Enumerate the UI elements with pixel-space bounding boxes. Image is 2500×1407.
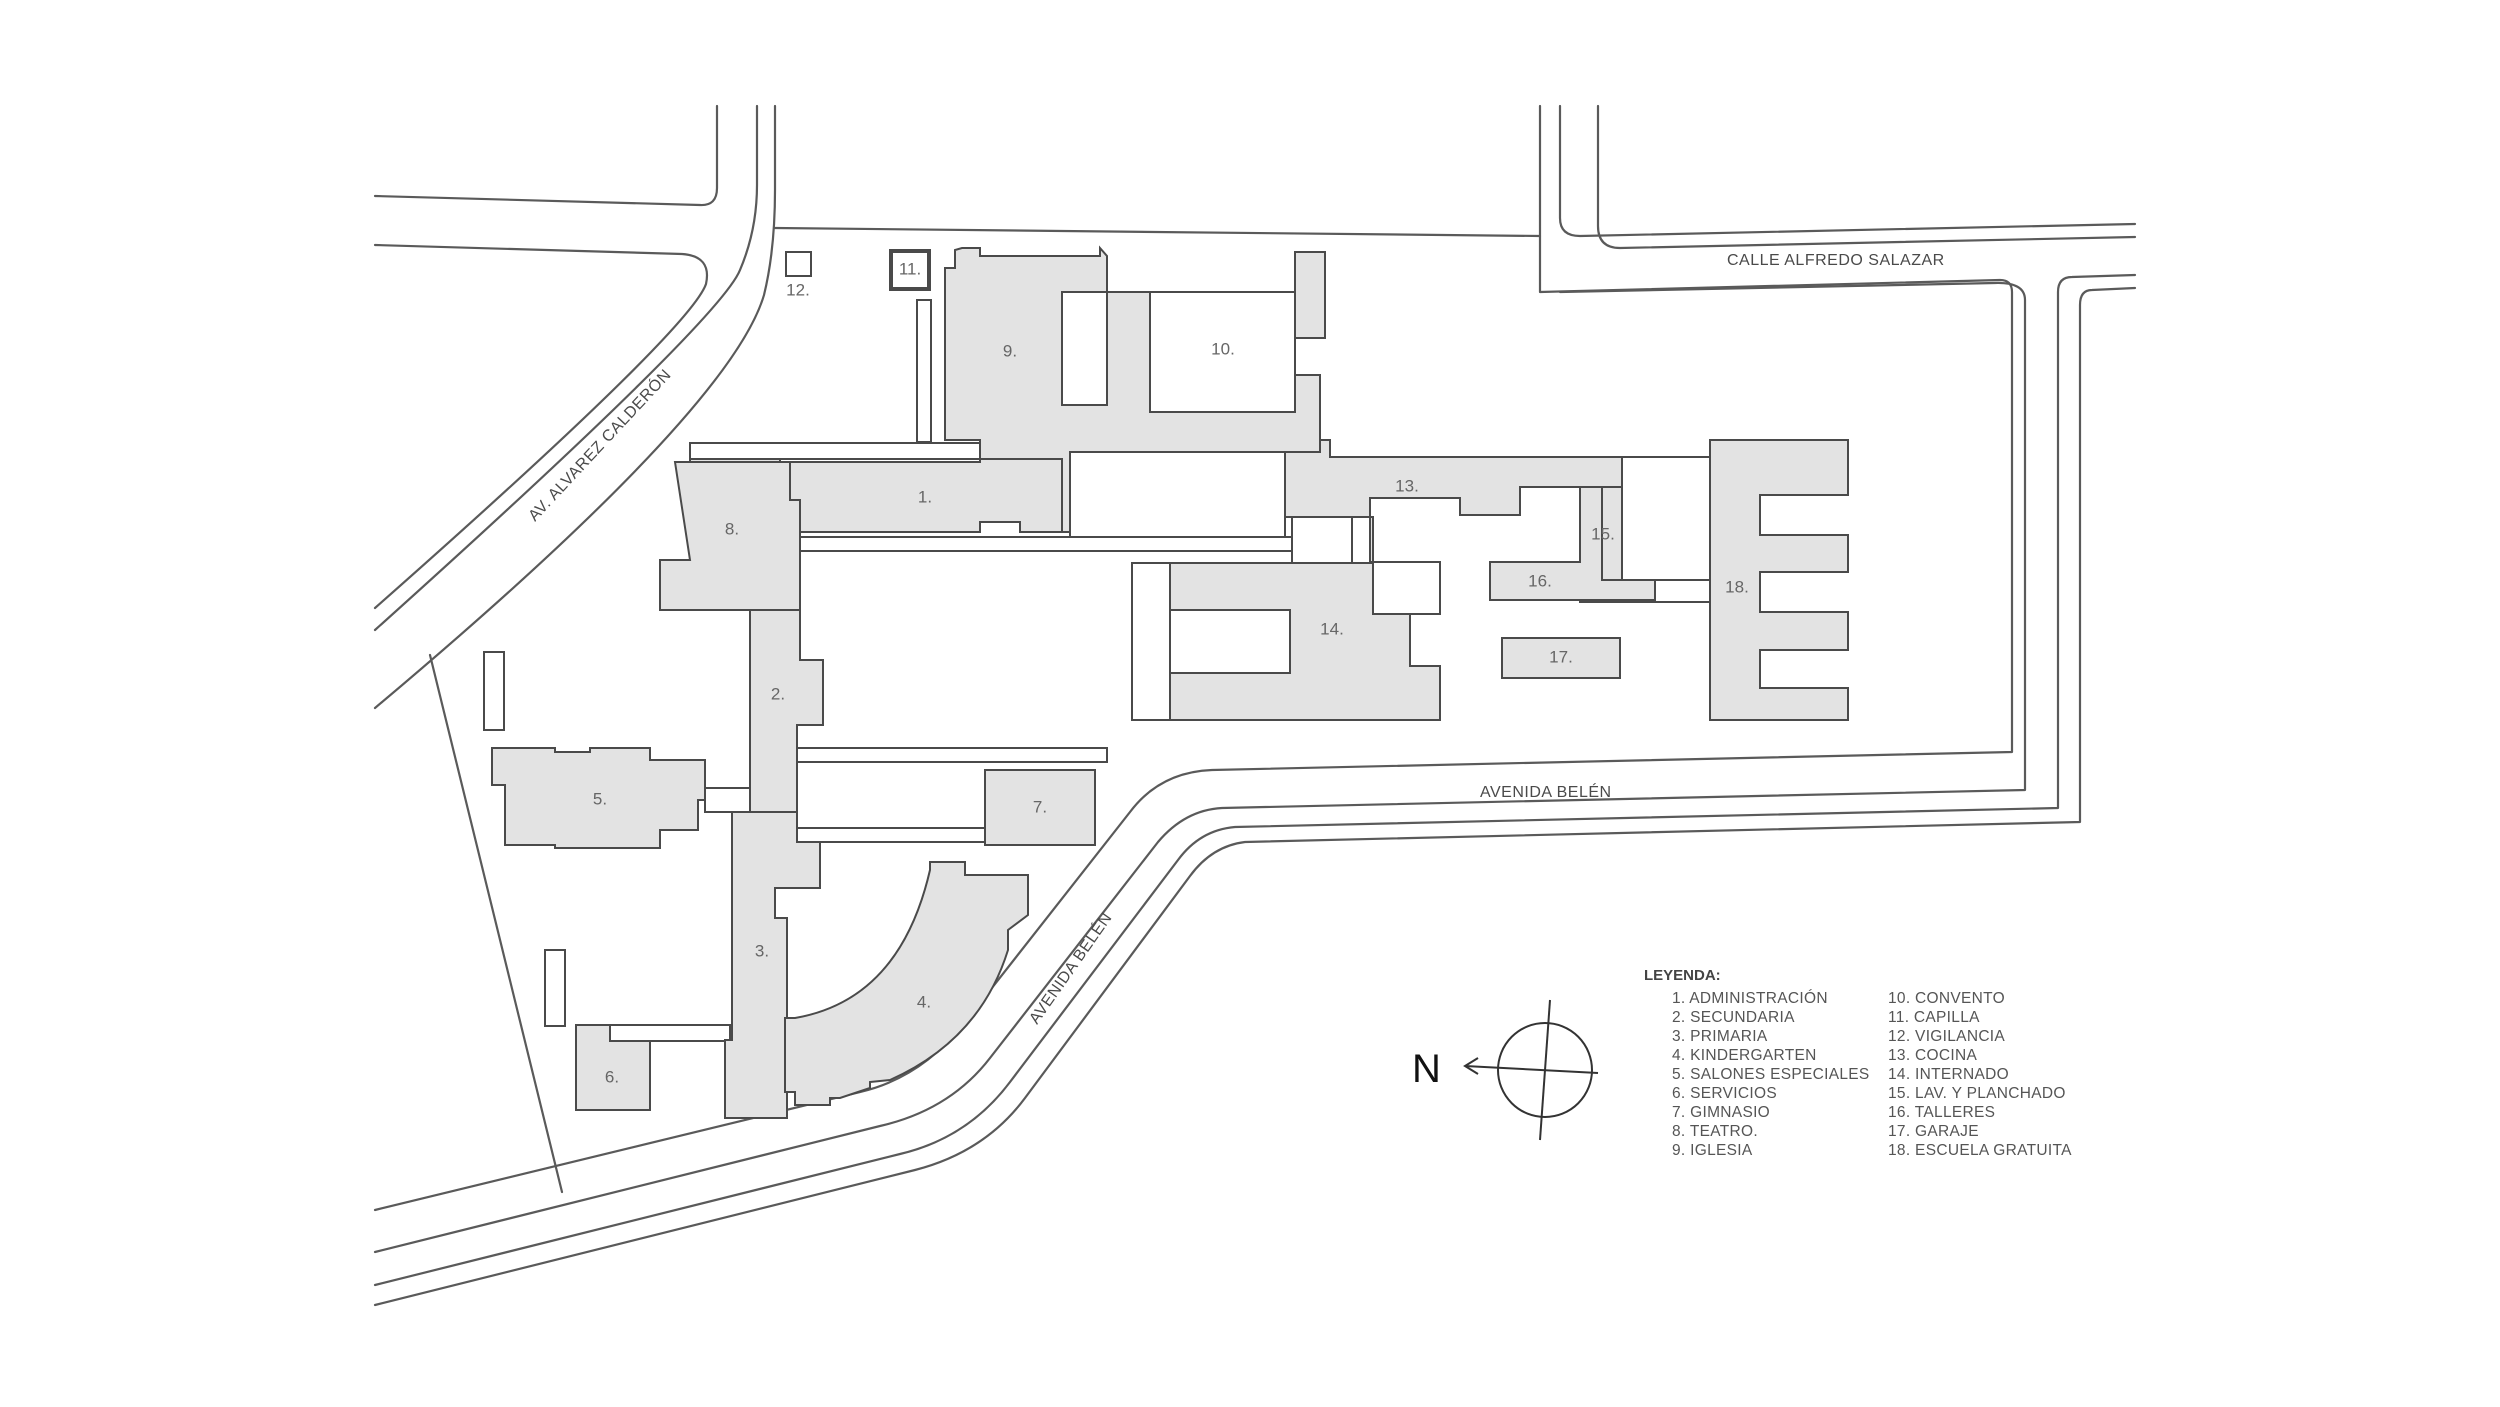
legend-item-3: 3. PRIMARIA (1672, 1028, 1768, 1045)
legend-item-10: 10. CONVENTO (1888, 990, 2005, 1007)
legend-item-12: 12. VIGILANCIA (1888, 1028, 2005, 1045)
outline-west-1 (483, 651, 505, 731)
label-13: 13. (1395, 476, 1419, 495)
corridor-gym-bottom (796, 827, 988, 843)
outline-west-2 (544, 949, 566, 1027)
legend-item-7: 7. GIMNASIO (1672, 1104, 1770, 1121)
corridor-5-2 (704, 787, 751, 813)
north-arrow-icon (1463, 1057, 1479, 1075)
road-east-block-1 (373, 273, 2137, 1287)
building-7-gimnasio (984, 769, 1096, 846)
road-alvarez-east (373, 104, 777, 710)
road-top-right-block-2 (1596, 104, 2137, 250)
label-17: 17. (1549, 647, 1573, 666)
compass-horizontal-line (1464, 1065, 1599, 1074)
frame-14-notch (1372, 561, 1441, 615)
legend-title: LEYENDA: (1644, 967, 1721, 984)
legend-item-17: 17. GARAJE (1888, 1123, 1979, 1140)
buildings (491, 245, 1849, 1119)
road-east-block-2 (373, 286, 2137, 1307)
legend-item-9: 9. IGLESIA (1672, 1142, 1753, 1159)
corridor-6-3 (609, 1024, 731, 1042)
label-8: 8. (725, 519, 739, 538)
building-12-vigilancia (785, 251, 812, 277)
road-top-right-block (1558, 104, 2137, 238)
internado-courtyard (1169, 609, 1291, 674)
label-1: 1. (918, 487, 932, 506)
north-compass: N (1412, 999, 1599, 1141)
corridor-gym-top (796, 747, 1108, 763)
building-5-salones (491, 747, 706, 849)
street-alvarez-calderon: AV. ALVAREZ CALDERÓN (524, 365, 675, 525)
legend-item-13: 13. COCINA (1888, 1047, 1977, 1064)
legend-item-15: 15. LAV. Y PLANCHADO (1888, 1085, 2066, 1102)
legend-item-6: 6. SERVICIOS (1672, 1085, 1777, 1102)
legend-item-11: 11. CAPILLA (1888, 1009, 1980, 1026)
legend-item-4: 4. KINDERGARTEN (1672, 1047, 1817, 1064)
label-7: 7. (1033, 797, 1047, 816)
legend-item-14: 14. INTERNADO (1888, 1066, 2009, 1083)
legend: LEYENDA: 1. ADMINISTRACIÓN 2. SECUNDARIA… (1644, 967, 2072, 1159)
label-2: 2. (771, 684, 785, 703)
north-label: N (1412, 1047, 1441, 1091)
courtyard-annex (1291, 516, 1353, 564)
street-alfredo-salazar: CALLE ALFREDO SALAZAR (1727, 252, 1945, 269)
legend-item-18: 18. ESCUELA GRATUITA (1888, 1142, 2072, 1159)
building-6-servicios (575, 1024, 651, 1111)
road-salazar-north (773, 104, 1542, 238)
legend-item-2: 2. SECUNDARIA (1672, 1009, 1795, 1026)
label-3: 3. (755, 941, 769, 960)
building-3-primaria (724, 811, 821, 1119)
label-15: 15. (1591, 524, 1615, 543)
frame-18-gap (1621, 456, 1711, 583)
legend-item-16: 16. TALLERES (1888, 1104, 1995, 1121)
street-avenida-belen-2: AVENIDA BELÉN (1025, 909, 1116, 1028)
compass-circle (1497, 1022, 1593, 1118)
building-11-capilla (891, 251, 929, 289)
lot-boundary-west (428, 653, 564, 1194)
label-14: 14. (1320, 619, 1344, 638)
road-top-left-block-inner (373, 243, 709, 610)
corridor-1-14 (799, 536, 1301, 552)
legend-item-5: 5. SALONES ESPECIALES (1672, 1066, 1870, 1083)
road-network (373, 104, 2137, 1307)
courtyard-frame (1069, 451, 1286, 538)
label-5: 5. (593, 789, 607, 808)
building-16-talleres (1489, 486, 1656, 601)
street-avenida-belen-1: AVENIDA BELÉN (1480, 782, 1612, 801)
label-12: 12. (786, 280, 810, 299)
road-alvarez-west (373, 104, 759, 632)
label-6: 6. (605, 1067, 619, 1086)
label-9: 9. (1003, 341, 1017, 360)
building-2-secundaria (749, 609, 824, 813)
building-17-garaje (1501, 637, 1621, 679)
road-top-left-block (373, 104, 719, 207)
legend-item-8: 8. TEATRO. (1672, 1123, 1758, 1140)
frame-18-connector (1654, 579, 1711, 603)
road-salazar-outer (373, 281, 2027, 1254)
legend-item-1: 1. ADMINISTRACIÓN (1672, 990, 1828, 1007)
label-4: 4. (917, 992, 931, 1011)
corridor-8-1 (689, 442, 981, 460)
building-labels: 1. 2. 3. 4. 5. 6. 7. 8. 9. 10. 11. 12. 1… (593, 259, 1749, 1086)
label-10: 10. (1211, 339, 1235, 358)
building-18-escuela (1709, 439, 1849, 721)
label-18: 18. (1725, 577, 1749, 596)
corridor-chapel (916, 299, 932, 443)
frame-9-side (1061, 291, 1108, 406)
building-4-kindergarten (784, 861, 1029, 1106)
label-11: 11. (899, 259, 921, 278)
frame-14 (1131, 562, 1171, 721)
convento-courtyard (1149, 291, 1296, 413)
label-16: 16. (1528, 571, 1552, 590)
building-10-convento-wing (1294, 251, 1326, 339)
building-13-cocina (1284, 439, 1623, 563)
